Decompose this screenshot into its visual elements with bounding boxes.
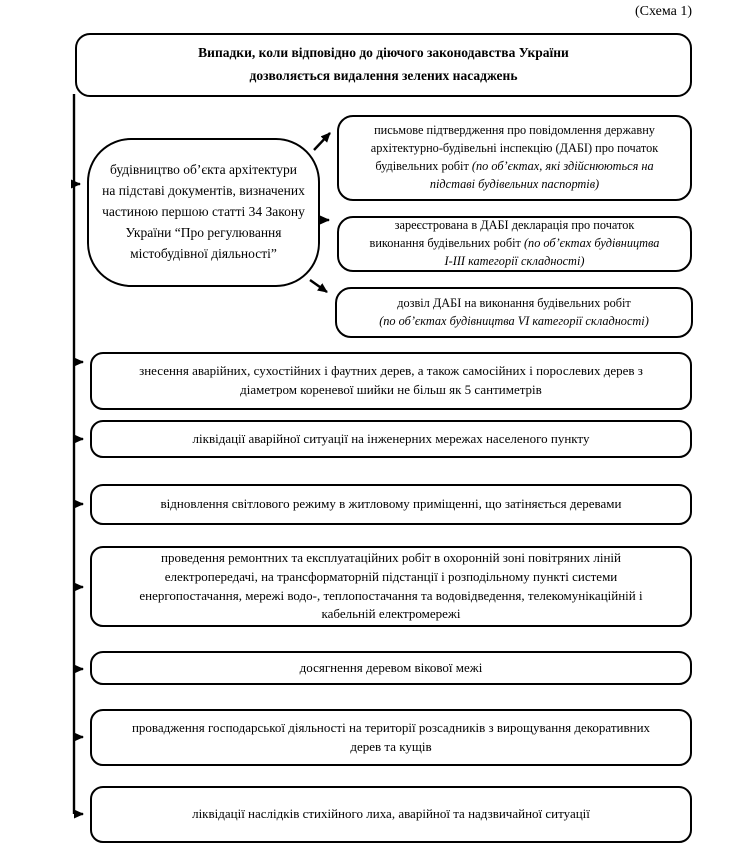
permit-text-block: зареєстрована в ДАБІ декларація про поча… [367,217,662,270]
permit-box-registered-declaration: зареєстрована в ДАБІ декларація про поча… [337,216,692,272]
permit-text: дозвіл ДАБІ на виконання будівельних роб… [397,295,631,310]
permit-box-dabi-permit: дозвіл ДАБІ на виконання будівельних роб… [335,287,693,338]
construction-case-box: будівництво об’єкта архітектури на підст… [87,138,320,287]
case-text: відновлення світлового режиму в житловом… [160,496,622,512]
case-text: ліквідації наслідків стихійного лиха, ав… [192,806,590,822]
arrow-to-permit-3 [309,279,328,293]
permit-note: (по об’єктах будівництва VI категорії ск… [379,313,649,328]
title-box: Випадки, коли відповідно до діючого зако… [75,33,692,97]
case-box-nursery-activity: провадження господарської діяльності на … [90,709,692,766]
title-line-2: дозволяється видалення зелених насаджень [249,68,518,83]
case-text: знесення аварійних, сухостійних і фаутни… [139,363,643,397]
case-box-tree-age-limit: досягнення деревом вікової межі [90,651,692,685]
permit-text: письмове підтвердження про повідомлення … [370,123,659,173]
case-box-utility-emergency: ліквідації аварійної ситуації на інженер… [90,420,692,458]
case-box-repair-works: проведення ремонтних та експлуатаційних … [90,546,692,627]
arrow-to-permit-1 [313,132,331,151]
case-text: проведення ремонтних та експлуатаційних … [139,549,643,622]
case-box-disaster-aftermath: ліквідації наслідків стихійного лиха, ав… [90,786,692,843]
permit-note: (по об’єктах, які здійснюються на підста… [429,159,654,191]
permit-text-block: дозвіл ДАБІ на виконання будівельних роб… [379,295,649,331]
permit-note: (по об’єктах будівництва I-III категорії… [444,236,660,268]
permit-text: зареєстрована в ДАБІ декларація про поча… [369,218,635,251]
construction-case-text: будівництво об’єкта архітектури на підст… [102,162,305,261]
case-box-emergency-trees: знесення аварійних, сухостійних і фаутни… [90,352,692,410]
scheme-label: (Схема 1) [634,4,692,19]
permit-text-block: письмове підтвердження про повідомлення … [367,122,662,193]
case-text: ліквідації аварійної ситуації на інженер… [192,430,590,446]
permit-box-written-confirmation: письмове підтвердження про повідомлення … [337,115,692,201]
case-text: досягнення деревом вікової межі [299,659,483,675]
case-box-light-regime: відновлення світлового режиму в житловом… [90,484,692,525]
title-line-1: Випадки, коли відповідно до діючого зако… [198,45,569,61]
case-text: провадження господарської діяльності на … [131,719,651,754]
